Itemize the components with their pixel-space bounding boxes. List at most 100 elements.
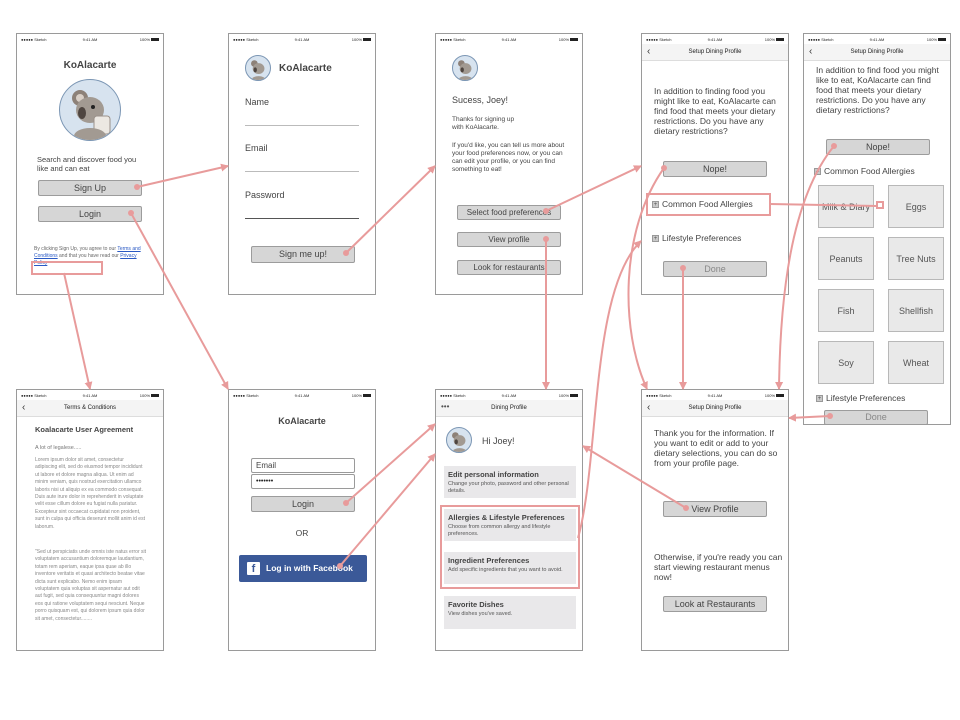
battery-icon [938,37,946,41]
success-heading: Sucess, Joey! [452,95,509,105]
allergy-tile[interactable]: Soy [818,341,874,384]
app-title: KoAlacarte [63,60,117,71]
or-label: OR [295,528,309,538]
login-button[interactable]: Login [38,206,142,222]
sign-me-up-button[interactable]: Sign me up! [251,246,355,263]
carrier-label: ●●●●● Sketch [808,36,834,42]
done-button[interactable]: Done [663,261,767,277]
highlight-preferences [440,505,580,589]
allergy-tile[interactable]: Shellfish [888,289,944,332]
menu-ingredients[interactable]: Ingredient Preferences Add specific ingr… [444,552,576,584]
arrow-expand-allergies [769,203,878,207]
back-icon[interactable]: ‹ [647,402,651,413]
allergy-tile[interactable]: Fish [818,289,874,332]
nav-bar: ‹ Setup Dining Profile [804,44,950,61]
arrow-dot [543,208,549,214]
sign-up-button[interactable]: Sign Up [38,180,142,196]
time-label: 9:41 AM [82,392,98,398]
nav-bar: ‹ Terms & Conditions [17,400,163,417]
thanks-text: Thanks for signing up with KoAlacarte. [452,116,515,131]
email-input[interactable]: Email [251,458,355,473]
plus-icon: + [652,201,659,209]
arrow-dot [134,184,140,190]
screen-dining-profile: ●●●●● Sketch 9:41 AM 100% ••• Dining Pro… [435,389,583,651]
allergy-tile[interactable]: Peanuts [818,237,874,280]
arrow-endpoint-square [876,201,884,209]
back-icon[interactable]: ‹ [647,46,651,57]
screen-setup-dining: ●●●●● Sketch 9:41 AM 100% ‹ Setup Dining… [641,33,789,295]
password-input[interactable]: ••••••• [251,474,355,489]
look-for-restaurants-button[interactable]: Look for restaurants [457,260,561,275]
password-field[interactable] [245,218,359,219]
lifestyle-row[interactable]: +Lifestyle Preferences [652,233,742,243]
back-icon[interactable]: ‹ [22,402,26,413]
privacy-link[interactable]: Privacy Policy [34,253,137,266]
nav-title: Setup Dining Profile [850,49,904,55]
arrow-dot [680,265,686,271]
app-title: KoAlacarte [278,416,326,426]
terms-link[interactable]: Terms and Conditions [34,246,141,259]
view-profile-button[interactable]: View Profile [663,501,767,517]
battery-icon [776,393,784,397]
koala-avatar [452,55,478,81]
nope-button[interactable]: Nope! [826,139,930,155]
app-title: KoAlacarte [279,63,332,74]
time-label: 9:41 AM [294,392,310,398]
highlight-terms [31,261,103,275]
screen-thanks: ●●●●● Sketch 9:41 AM 100% ‹ Setup Dining… [641,389,789,651]
agreement-para-1: Lorem ipsum dolor sit amet, consectetur … [35,457,145,530]
arrow-nope-thanks [627,167,665,390]
battery-icon [151,393,159,397]
carrier-label: ●●●●● Sketch [21,392,47,398]
name-label: Name [245,97,270,107]
status-bar: ●●●●● Sketch 9:41 AM 100% [229,34,375,44]
battery-indicator: 100% [927,37,946,42]
otherwise-text: Otherwise, if you're ready you can start… [654,552,783,582]
dietary-question: In addition to finding food you might li… [654,86,776,136]
status-bar: ●●●●● Sketch 9:41 AM 100% [642,34,788,44]
email-field[interactable] [245,171,359,172]
menu-title: Allergies & Lifestyle Preferences [448,513,565,522]
carrier-label: ●●●●● Sketch [646,36,672,42]
select-food-preferences-button[interactable]: Select food preferences [457,205,561,220]
carrier-label: ●●●●● Sketch [440,36,466,42]
arrow-dot [543,236,549,242]
time-label: 9:41 AM [707,392,723,398]
allergy-tile[interactable]: Tree Nuts [888,237,944,280]
carrier-label: ●●●●● Sketch [233,36,259,42]
allergy-tile[interactable]: Eggs [888,185,944,228]
menu-title: Edit personal information [448,470,539,479]
allergy-tile[interactable]: Milk & Diary [818,185,874,228]
back-icon[interactable]: ‹ [809,46,813,57]
arrow-nope2-thanks [775,145,835,390]
login-button[interactable]: Login [251,496,355,512]
battery-icon [776,37,784,41]
allergy-tile[interactable]: Wheat [888,341,944,384]
more-icon[interactable]: ••• [441,402,450,411]
lifestyle-row[interactable]: +Lifestyle Preferences [816,393,906,403]
view-profile-button[interactable]: View profile [457,232,561,247]
arrow-dot [661,165,667,171]
email-label: Email [245,143,268,153]
terms-prefix: By clicking Sign Up, you agree to our [34,246,116,252]
plus-icon: + [652,235,659,243]
arrow-signup [136,163,229,188]
arrow-preferences [545,165,642,212]
thanks-body: Thank you for the information. If you wa… [654,428,778,468]
battery-icon [570,393,578,397]
menu-allergies[interactable]: Allergies & Lifestyle Preferences Choose… [444,509,576,541]
allergies-row[interactable]: +Common Food Allergies [652,199,753,209]
name-field[interactable] [245,125,359,126]
arrow-dot [343,500,349,506]
menu-favorites[interactable]: Favorite Dishes View dishes you've saved… [444,596,576,629]
menu-edit-personal[interactable]: Edit personal information Change your ph… [444,466,576,498]
plus-icon: + [816,395,823,403]
look-at-restaurants-button[interactable]: Look at Restaurants [663,596,767,612]
tagline: Search and discover food you like and ca… [37,155,137,173]
status-bar: ●●●●● Sketch 9:41 AM 100% [804,34,950,44]
facebook-label: Log in with Facebook [266,563,353,573]
legal-notice: By clicking Sign Up, you agree to our Te… [34,246,146,267]
menu-subtitle: Choose from common allergy and lifestyle… [448,524,551,537]
nav-bar: ••• Dining Profile [436,400,582,417]
carrier-label: ●●●●● Sketch [233,392,259,398]
